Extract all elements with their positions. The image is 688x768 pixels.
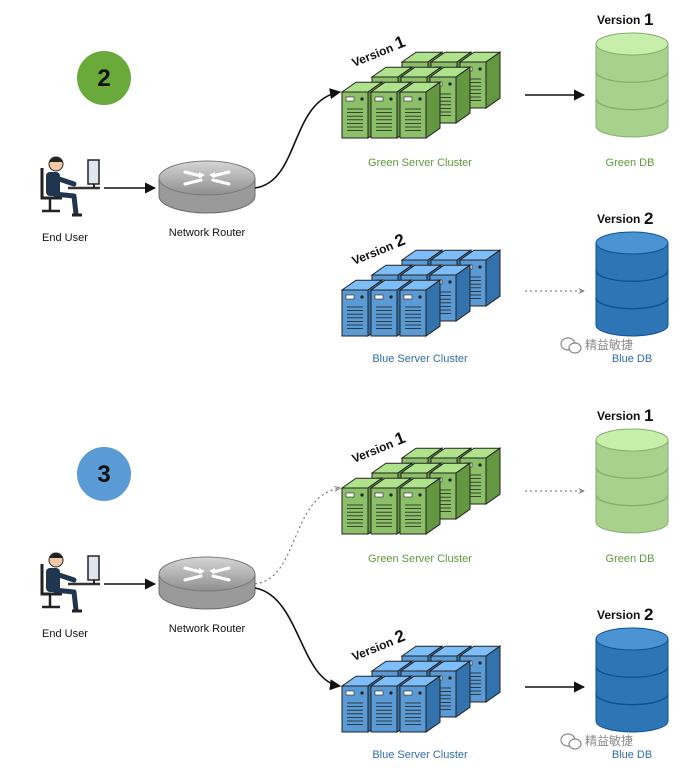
router-to-green-arrow: [254, 88, 342, 189]
version-number: 1: [644, 406, 653, 425]
blue-cluster-label: Blue Server Cluster: [372, 749, 468, 761]
step-badge: 3: [77, 447, 131, 501]
router-arrows-icon: [183, 170, 231, 186]
wechat-icon: [560, 337, 582, 354]
version-word: Version: [597, 212, 640, 226]
green-db-label: Green DB: [606, 157, 655, 169]
db-version-label: Version 1: [597, 406, 653, 425]
db-version-label: Version 2: [597, 209, 653, 228]
step-number: 3: [97, 461, 110, 488]
watermark: 精益敏捷: [560, 733, 633, 750]
version-number: 1: [392, 32, 408, 53]
version-word: Version: [597, 608, 640, 622]
network-router-icon: [158, 556, 256, 610]
version-number: 2: [392, 626, 408, 647]
version-number: 1: [644, 10, 653, 29]
watermark-text: 精益敏捷: [585, 337, 633, 352]
watermark: 精益敏捷: [560, 337, 633, 354]
green-cluster-label: Green Server Cluster: [368, 553, 472, 565]
green-db-label: Green DB: [606, 553, 655, 565]
green-cluster-label: Green Server Cluster: [368, 157, 472, 169]
router-arrows-icon: [183, 566, 231, 582]
green-db-icon: Version 1: [595, 406, 669, 534]
version-word: Version: [597, 409, 640, 423]
version-number: 1: [392, 428, 408, 449]
blue-db-label: Blue DB: [612, 749, 652, 761]
step-badge: 2: [77, 51, 131, 105]
green-db-icon: Version 1: [595, 10, 669, 138]
watermark-text: 精益敏捷: [585, 733, 633, 748]
version-number: 2: [644, 209, 653, 228]
version-word: Version: [350, 437, 395, 466]
end-user-icon: [40, 552, 100, 613]
blue-db-icon: Version 2: [595, 605, 669, 733]
wechat-icon: [560, 733, 582, 750]
step-number: 2: [97, 65, 110, 92]
blue-cluster-label: Blue Server Cluster: [372, 353, 468, 365]
version-word: Version: [350, 41, 395, 70]
version-number: 2: [392, 230, 408, 251]
end-user-label: End User: [42, 232, 88, 244]
blue-db-icon: Version 2: [595, 209, 669, 337]
network-router-icon: [158, 160, 256, 214]
router-to-blue-arrow: [254, 587, 342, 691]
router-label: Network Router: [169, 623, 246, 635]
version-number: 2: [644, 605, 653, 624]
version-word: Version: [597, 13, 640, 27]
router-label: Network Router: [169, 227, 246, 239]
version-word: Version: [350, 239, 395, 268]
end-user-label: End User: [42, 628, 88, 640]
router-to-green-arrow: [254, 488, 340, 585]
end-user-icon: [40, 156, 100, 217]
db-version-label: Version 1: [597, 10, 653, 29]
blue-db-label: Blue DB: [612, 353, 652, 365]
db-version-label: Version 2: [597, 605, 653, 624]
version-word: Version: [350, 635, 395, 664]
